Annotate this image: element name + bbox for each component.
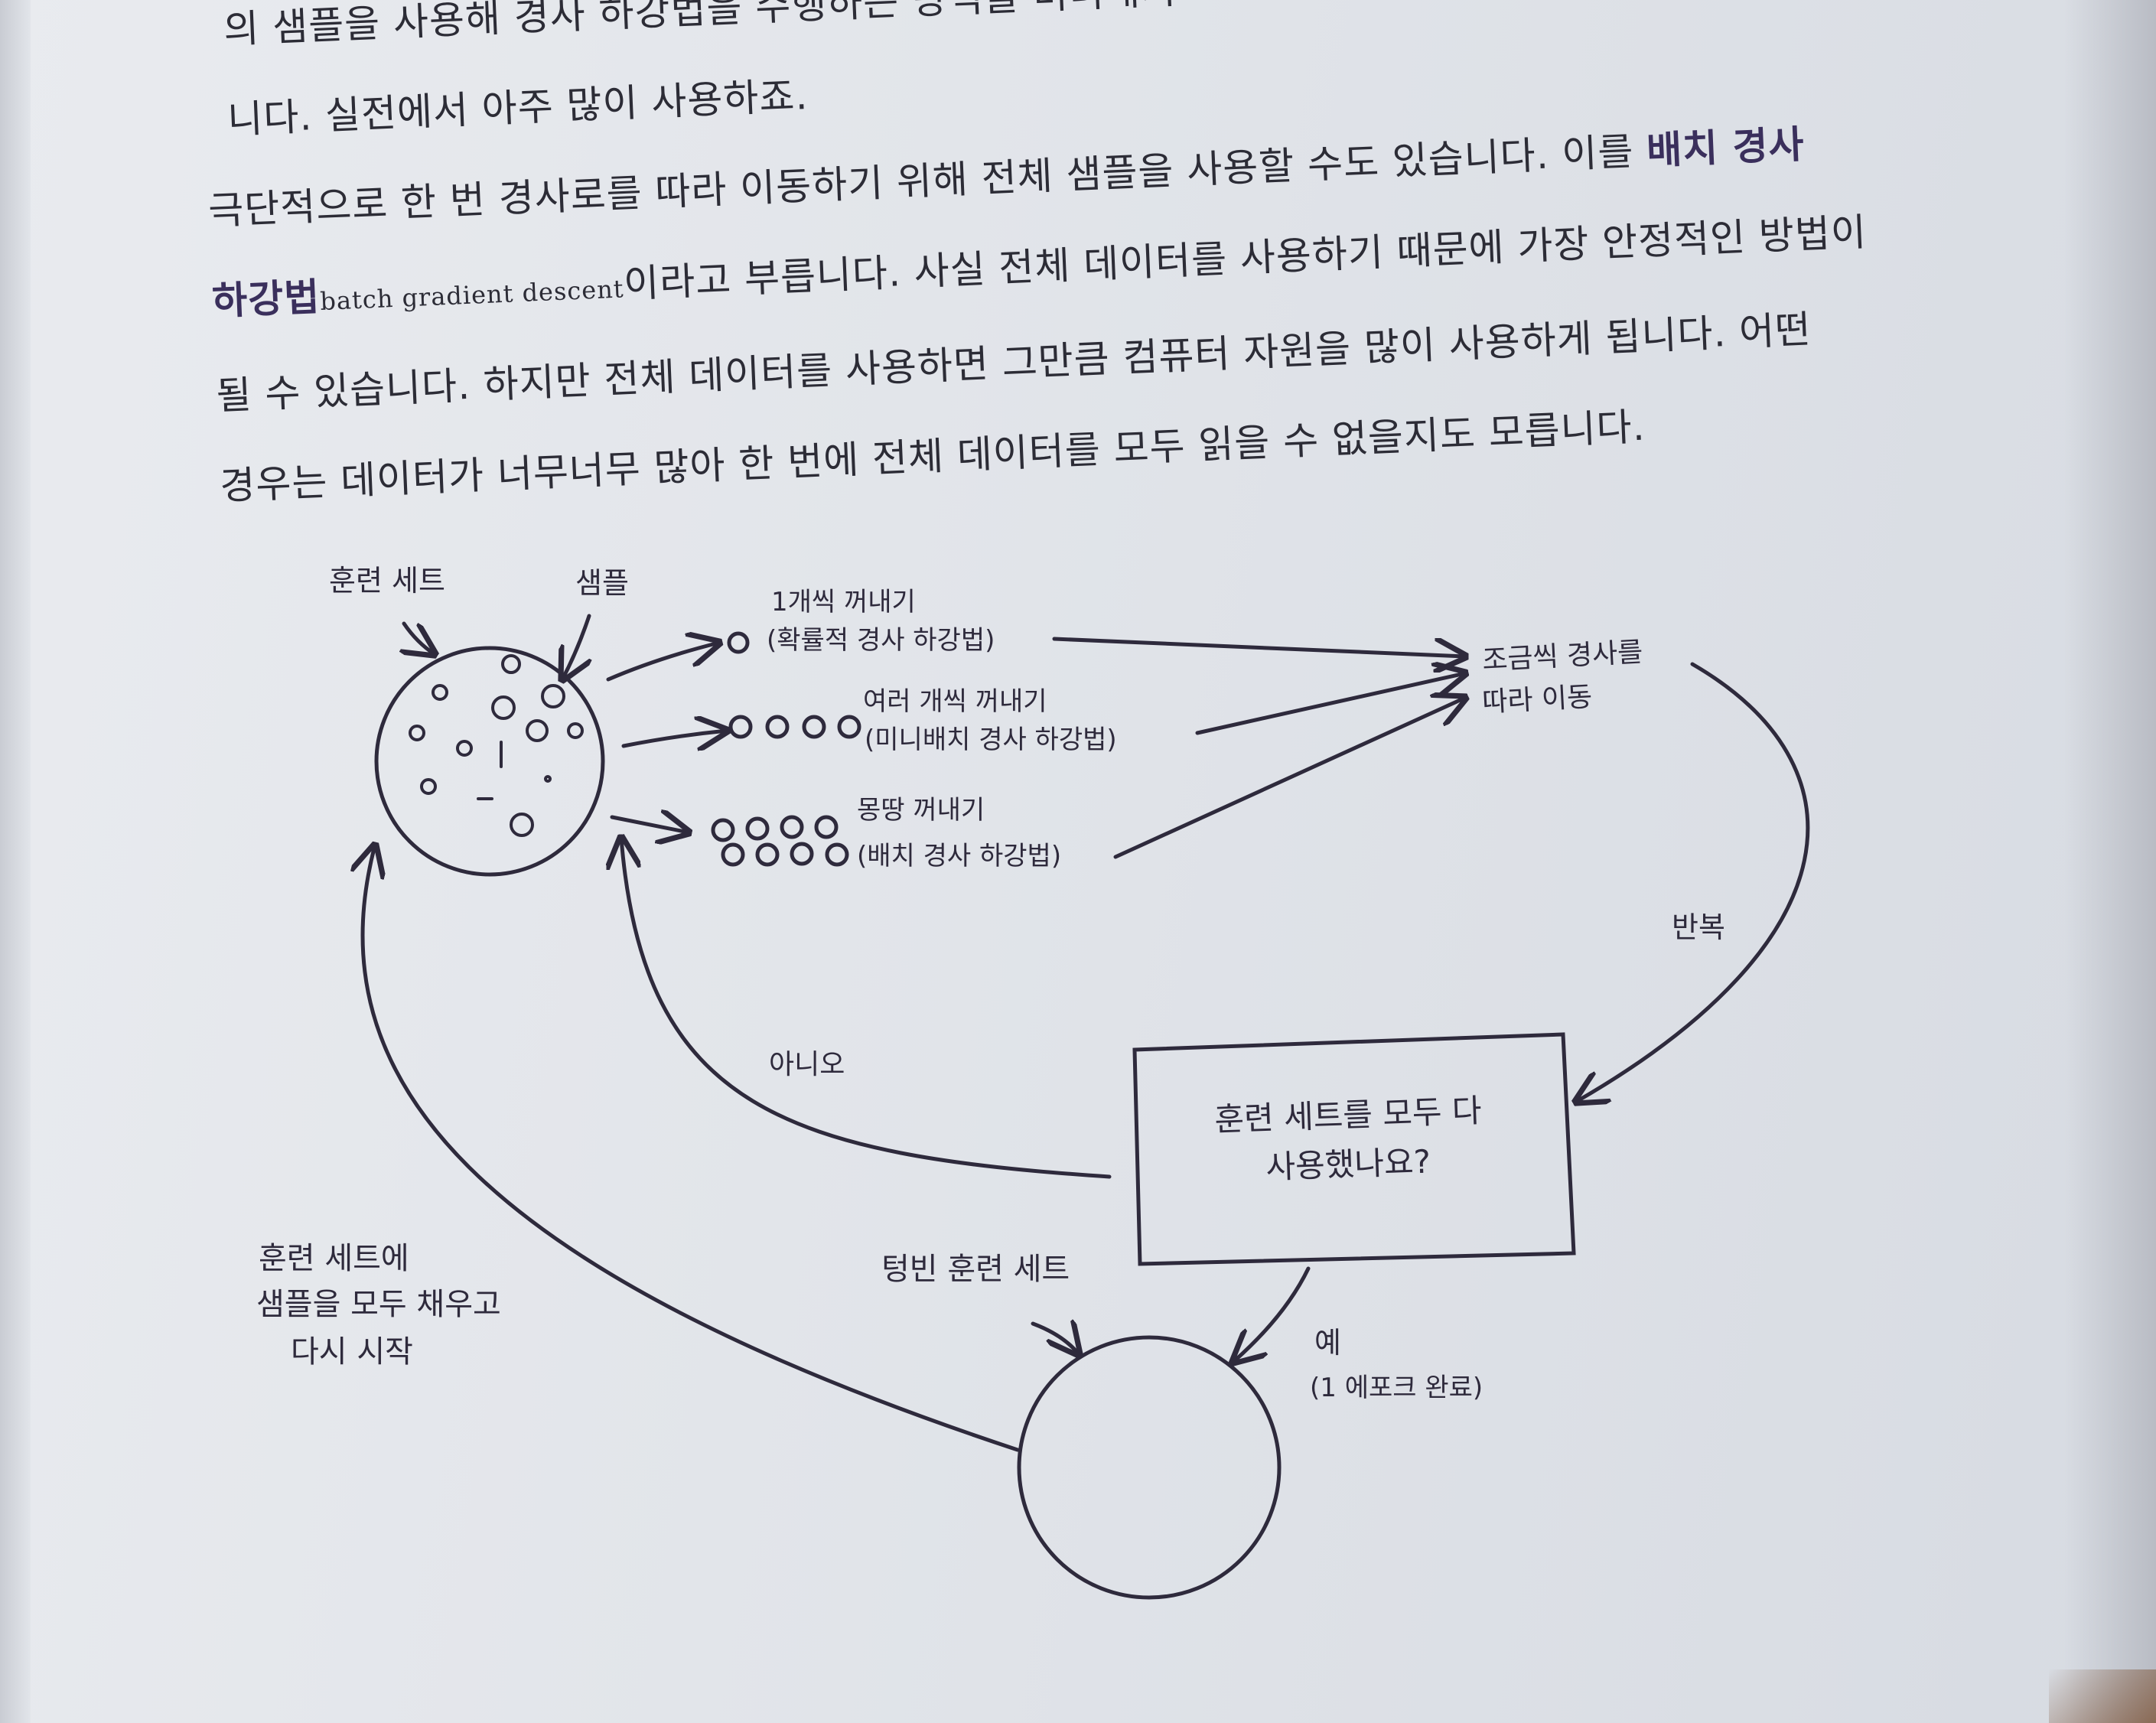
question-line-1: 훈련 세트를 모두 다 — [1214, 1092, 1483, 1138]
empty-set-label: 텅빈 훈련 세트 — [881, 1252, 1070, 1287]
refill-line-2: 샘플을 모두 채우고 — [256, 1287, 501, 1322]
arrow-no — [621, 838, 1112, 1179]
training-set-circle — [374, 646, 605, 877]
take-several-label: 여러 개씩 꺼내기 — [863, 686, 1047, 717]
page-edge-shadow — [2064, 0, 2156, 1723]
minibatch-label: (미니배치 경사 하강법) — [865, 725, 1117, 755]
arrow-repeat — [1576, 662, 1810, 1102]
arrow-take-all — [610, 817, 689, 832]
decision-box — [1132, 1032, 1576, 1266]
batch-label: (배치 경사 하강법) — [857, 841, 1061, 871]
sample-label: 샘플 — [575, 566, 629, 600]
batch-samples-mark — [711, 815, 849, 867]
minibatch-samples-mark — [728, 715, 861, 739]
refill-line-1: 훈련 세트에 — [259, 1241, 409, 1276]
question-line-2: 사용했나요? — [1265, 1143, 1431, 1186]
arrow-training-set-label — [404, 621, 435, 654]
take-all-label: 몽땅 꺼내기 — [857, 795, 985, 826]
refill-line-3: 다시 시작 — [291, 1334, 413, 1370]
training-set-label: 훈련 세트 — [329, 564, 445, 598]
arrow-empty-set-label — [1031, 1324, 1079, 1354]
epoch-label: (1 에포크 완료) — [1310, 1373, 1483, 1403]
arrow-batch-to-move — [1113, 698, 1465, 859]
page-binding-shadow — [0, 0, 31, 1723]
arrow-minibatch-to-move — [1195, 673, 1465, 735]
arrow-restart — [363, 845, 1020, 1452]
sample-dots — [409, 654, 584, 837]
arrow-sgd-to-move — [1052, 637, 1465, 656]
arrow-yes — [1233, 1266, 1311, 1362]
move-label-2: 따라 이동 — [1481, 682, 1593, 718]
page-corner-shadow — [2049, 1669, 2156, 1723]
take-one-label: 1개씩 꺼내기 — [771, 587, 916, 617]
yes-label: 예 — [1314, 1326, 1341, 1360]
repeat-label: 반복 — [1672, 910, 1725, 944]
arrow-take-one — [606, 643, 719, 682]
sgd-label: (확률적 경사 하강법) — [767, 625, 995, 656]
no-label: 아니오 — [769, 1049, 845, 1080]
single-sample-mark — [727, 631, 750, 654]
arrow-take-several — [621, 731, 727, 746]
move-label-1: 조금씩 경사를 — [1481, 637, 1643, 676]
arrow-sample-label — [562, 614, 589, 679]
empty-training-set-circle — [1017, 1335, 1282, 1600]
